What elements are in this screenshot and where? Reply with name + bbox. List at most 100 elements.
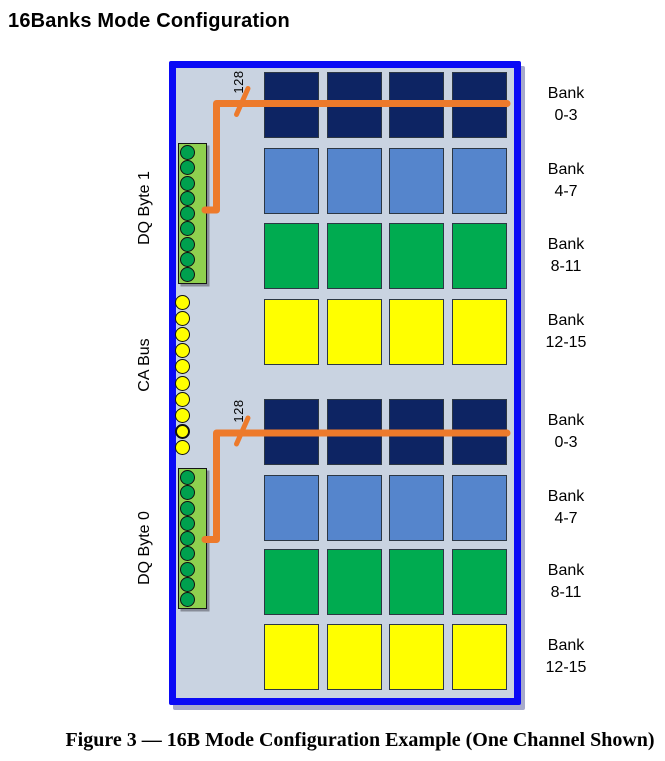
ca-pin xyxy=(175,295,190,310)
bank-row xyxy=(264,299,507,365)
ca-pin xyxy=(175,391,190,407)
bank-row xyxy=(264,223,507,289)
bank-square xyxy=(264,148,319,214)
bank-square xyxy=(389,549,445,615)
bank-label-line: Bank xyxy=(547,637,585,654)
dq-byte-1-connector xyxy=(178,143,207,284)
dq-pin xyxy=(180,267,195,282)
bank-label-line: Bank xyxy=(547,85,585,102)
dq-pin xyxy=(180,500,195,516)
dq-pin xyxy=(180,470,195,485)
bank-range-label: Bank 4-7 xyxy=(520,486,612,530)
ca-pin xyxy=(175,327,190,343)
ca-pin xyxy=(175,359,190,375)
dq-byte-1-label: DQ Byte 1 xyxy=(136,171,153,245)
bank-square xyxy=(326,624,382,690)
ca-pin xyxy=(175,375,190,391)
dq-pin xyxy=(180,592,195,607)
bank-range-label: Bank 12-15 xyxy=(520,310,612,354)
bank-square xyxy=(264,223,319,289)
dq-pin xyxy=(180,221,195,237)
bank-square xyxy=(451,72,507,138)
bank-square xyxy=(264,549,319,615)
ca-pin xyxy=(175,439,190,455)
ca-bus-label: CA Bus xyxy=(136,338,153,392)
dq-pin xyxy=(180,236,195,252)
bank-square xyxy=(389,72,445,138)
bank-label-line: Bank xyxy=(547,412,585,429)
bank-square xyxy=(264,475,319,541)
bank-square xyxy=(389,223,445,289)
bank-square xyxy=(389,299,445,365)
bank-square xyxy=(451,148,507,214)
bank-square xyxy=(326,223,382,289)
dq-pin xyxy=(180,160,195,176)
bank-row xyxy=(264,549,507,615)
bank-square xyxy=(326,399,382,465)
dq0-bus-width-label: 128 xyxy=(231,399,246,423)
diagram-title: 16Banks Mode Configuration xyxy=(8,10,290,32)
bank-label-line: 0-3 xyxy=(554,107,578,124)
bank-label-line: Bank xyxy=(547,236,585,253)
bank-row xyxy=(264,148,507,214)
bank-label-line: Bank xyxy=(547,488,585,505)
bank-square xyxy=(326,72,382,138)
bank-range-label: Bank 0-3 xyxy=(520,83,612,127)
dq-pin xyxy=(180,546,195,562)
dq-pin xyxy=(180,485,195,501)
bank-square xyxy=(451,624,507,690)
bank-square xyxy=(389,475,445,541)
bank-range-label: Bank 0-3 xyxy=(520,410,612,454)
dq-pin xyxy=(180,515,195,531)
ca-pin xyxy=(175,343,190,359)
dq-pin xyxy=(180,251,195,267)
bank-square xyxy=(389,624,445,690)
bank-square xyxy=(264,72,319,138)
bank-row xyxy=(264,399,507,465)
bank-square xyxy=(326,549,382,615)
bank-row xyxy=(264,624,507,690)
bank-row xyxy=(264,475,507,541)
ca-pin-bold xyxy=(175,423,190,439)
bank-square xyxy=(326,475,382,541)
bank-label-line: 12-15 xyxy=(545,659,587,676)
bank-square xyxy=(326,299,382,365)
ca-pin xyxy=(175,311,190,327)
bank-row xyxy=(264,72,507,138)
dq-pin xyxy=(180,576,195,592)
dq-byte-0-connector xyxy=(178,468,207,609)
dq-pin xyxy=(180,190,195,206)
bank-label-line: 0-3 xyxy=(554,434,578,451)
bank-range-label: Bank 8-11 xyxy=(520,560,612,604)
bank-square xyxy=(451,475,507,541)
dq1-bus-width-label: 128 xyxy=(231,70,246,94)
bank-label-line: 8-11 xyxy=(550,258,582,275)
bank-range-label: Bank 12-15 xyxy=(520,635,612,679)
bank-range-label: Bank 8-11 xyxy=(520,234,612,278)
bank-square xyxy=(264,399,319,465)
bank-range-label: Bank 4-7 xyxy=(520,159,612,203)
dq-pin xyxy=(180,206,195,221)
dq-pin xyxy=(180,531,195,546)
ca-pin xyxy=(175,407,190,423)
bank-label-line: Bank xyxy=(547,161,585,178)
dq-pin xyxy=(180,175,195,191)
dq-byte-0-label: DQ Byte 0 xyxy=(136,511,153,585)
bank-square xyxy=(451,299,507,365)
dq-pin xyxy=(180,561,195,577)
bank-label-line: 12-15 xyxy=(545,334,587,351)
bank-label-line: 4-7 xyxy=(554,510,578,527)
bank-label-line: Bank xyxy=(547,562,585,579)
bank-label-line: 4-7 xyxy=(554,183,578,200)
figure-caption: Figure 3 — 16B Mode Configuration Exampl… xyxy=(65,729,655,751)
bank-square xyxy=(264,299,319,365)
bank-label-line: Bank xyxy=(547,312,585,329)
bank-square xyxy=(389,148,445,214)
bank-label-line: 8-11 xyxy=(550,584,582,601)
bank-square xyxy=(326,148,382,214)
bank-square xyxy=(264,624,319,690)
ca-bus-pins xyxy=(175,295,190,455)
bank-square xyxy=(451,223,507,289)
bank-square xyxy=(451,399,507,465)
